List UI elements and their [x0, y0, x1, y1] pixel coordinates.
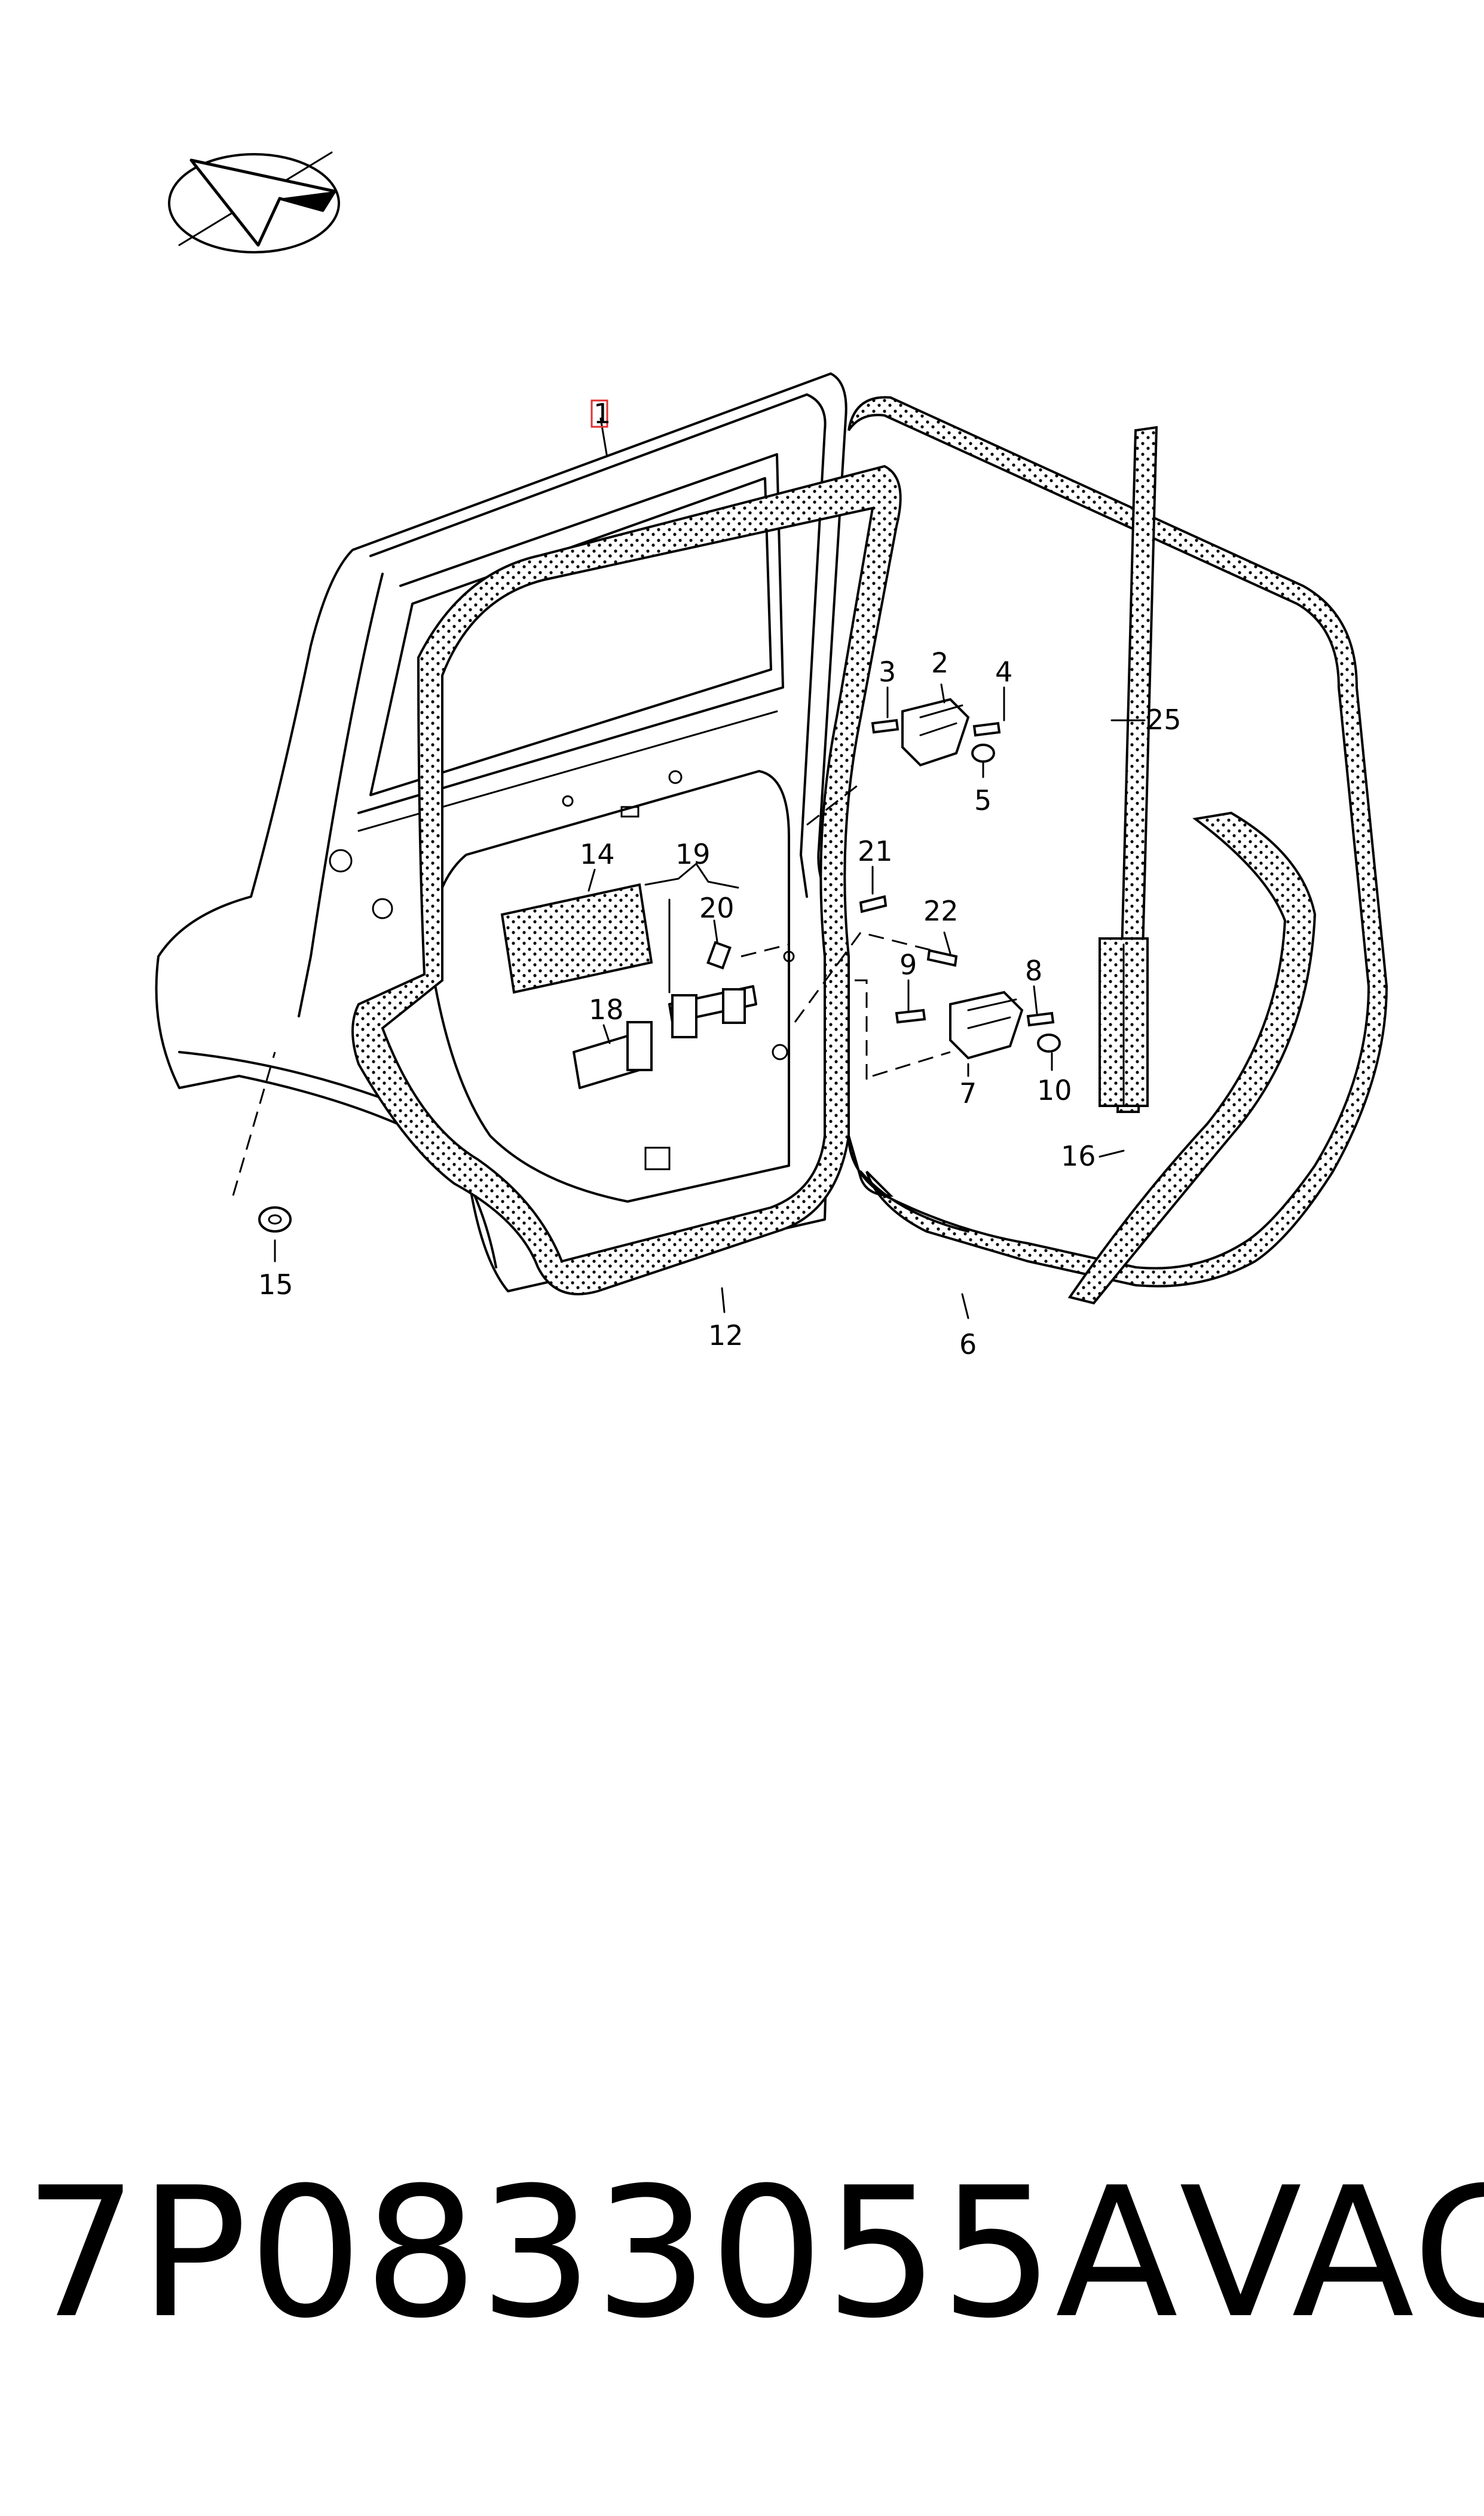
callout-6[interactable]: 6	[959, 1328, 977, 1361]
callout-12[interactable]: 12	[708, 1319, 743, 1352]
callout-9[interactable]: 9	[899, 949, 917, 981]
callout-8[interactable]: 8	[1025, 955, 1042, 987]
door-seal-12[interactable]	[351, 464, 902, 1295]
part-number: 7P0833055A	[24, 2149, 1180, 2358]
bolt-22[interactable]	[926, 949, 958, 967]
callout-7[interactable]: 7	[959, 1077, 977, 1109]
orientation-arrow-icon	[168, 151, 340, 253]
callout-14[interactable]: 14	[580, 838, 615, 870]
callout-10[interactable]: 10	[1037, 1074, 1072, 1106]
seal-16[interactable]	[1067, 811, 1317, 1305]
leader-lines	[274, 417, 1146, 1319]
callout-1[interactable]: 1	[593, 398, 611, 430]
door-check-strap[interactable]	[668, 941, 757, 1038]
callout-16[interactable]: 16	[1061, 1140, 1096, 1172]
body-seal-6[interactable]	[847, 396, 1388, 1288]
callout-3[interactable]: 3	[879, 656, 896, 688]
callout-19[interactable]: 19	[675, 838, 711, 870]
callout-4[interactable]: 4	[995, 656, 1012, 688]
footer: 7P0833055A VAG	[24, 2128, 1484, 2379]
callout-5[interactable]: 5	[974, 784, 992, 817]
assembly-lines	[232, 782, 951, 1196]
callout-2[interactable]: 2	[931, 647, 948, 679]
callout-21[interactable]: 21	[858, 835, 893, 867]
callout-15[interactable]: 15	[258, 1268, 293, 1301]
upper-hinge-assembly[interactable]	[871, 698, 1001, 767]
callout-18[interactable]: 18	[589, 993, 624, 1026]
brand-label: VAG	[1179, 2149, 1484, 2358]
insulation-pad-14[interactable]	[500, 883, 653, 994]
callout-25[interactable]: 25	[1146, 704, 1182, 736]
callout-1-highlight	[590, 399, 608, 428]
callout-20[interactable]: 20	[699, 892, 735, 924]
callout-22[interactable]: 22	[923, 895, 959, 927]
parts-diagram: 1 2 3 4 5 25 14 19 20 21 22 9 8 18 7 10 …	[155, 151, 1388, 1361]
lower-hinge-assembly[interactable]	[895, 990, 1061, 1060]
bolt-21[interactable]	[859, 895, 888, 913]
connector-18[interactable]	[573, 1021, 653, 1089]
